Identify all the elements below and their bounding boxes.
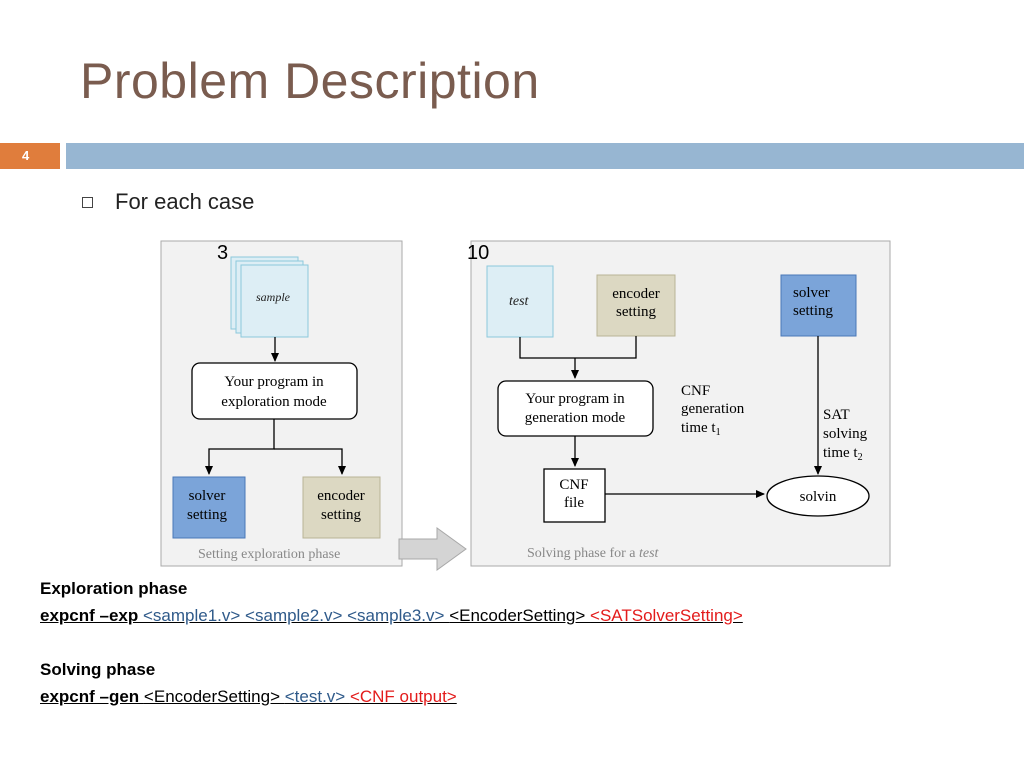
slide-title: Problem Description xyxy=(80,53,540,109)
cnf-generation-line1: CNF xyxy=(681,383,710,399)
exploration-solver-arg: <SATSolverSetting> xyxy=(590,606,743,625)
left-solver-line1: solver xyxy=(189,488,226,504)
right-encoder-setting-box xyxy=(596,274,676,337)
right-encoder-line2: setting xyxy=(616,304,656,320)
right-solver-setting-box xyxy=(780,274,857,337)
exploration-program-line1: Your program in xyxy=(224,374,324,390)
solving-command: expcnf –gen xyxy=(40,687,144,706)
slide-number-bar xyxy=(0,143,60,169)
header-accent-bar xyxy=(66,143,1024,169)
left-encoder-line1: encoder xyxy=(317,488,364,504)
generation-program-box xyxy=(497,380,654,437)
cnf-file-line1: CNF xyxy=(559,477,588,493)
right-solver-line2: setting xyxy=(793,303,833,319)
bullet-text: For each case xyxy=(115,189,255,214)
cnf-generation-line3: time t1 xyxy=(681,420,721,438)
cnf-file-box xyxy=(543,468,606,523)
slide-number: 4 xyxy=(22,148,30,163)
solving-test-arg: <test.v> xyxy=(284,687,350,706)
solver-node xyxy=(766,475,870,517)
bullet-square-icon xyxy=(82,197,93,208)
left-solver-setting-box xyxy=(172,476,246,539)
exploration-program-line2: exploration mode xyxy=(221,394,327,410)
exploration-samples-arg: <sample1.v> <sample2.v> <sample3.v> xyxy=(143,606,450,625)
solving-command-line: expcnf –gen <EncoderSetting> <test.v> <C… xyxy=(40,687,457,707)
solver-node-label: solvin xyxy=(800,489,837,505)
sample-files-stack xyxy=(230,256,309,338)
exploration-command-line: expcnf –exp <sample1.v> <sample2.v> <sam… xyxy=(40,606,743,626)
generation-program-line2: generation mode xyxy=(525,410,626,426)
left-panel-caption: Setting exploration phase xyxy=(198,547,340,562)
exploration-heading: Exploration phase xyxy=(40,579,188,598)
exploration-program-box xyxy=(191,362,358,420)
generation-program-line1: Your program in xyxy=(525,391,625,407)
right-solver-line1: solver xyxy=(793,285,830,301)
right-encoder-line1: encoder xyxy=(612,286,659,302)
test-count-label: 10 xyxy=(467,242,489,264)
exploration-encoder-arg: <EncoderSetting> xyxy=(449,606,591,625)
solving-heading: Solving phase xyxy=(40,660,156,679)
sat-solving-line3: time t2 xyxy=(823,445,863,463)
left-encoder-setting-box xyxy=(302,476,381,539)
exploration-command: expcnf –exp xyxy=(40,606,143,625)
solving-output-arg: <CNF output> xyxy=(349,687,457,706)
right-panel-caption: Solving phase for a test xyxy=(527,546,660,561)
test-file-box xyxy=(486,265,554,338)
cnf-file-line2: file xyxy=(564,495,584,511)
sat-solving-line1: SAT xyxy=(823,407,850,423)
phase-transition-arrow xyxy=(398,527,467,571)
cnf-generation-line2: generation xyxy=(681,401,745,417)
sample-count-label: 3 xyxy=(217,242,228,264)
solving-encoder-arg: <EncoderSetting> xyxy=(143,687,285,706)
sample-label: sample xyxy=(256,290,291,304)
left-solver-line2: setting xyxy=(187,507,227,523)
test-label: test xyxy=(509,294,530,309)
sat-solving-line2: solving xyxy=(823,426,868,442)
left-encoder-line2: setting xyxy=(321,507,361,523)
